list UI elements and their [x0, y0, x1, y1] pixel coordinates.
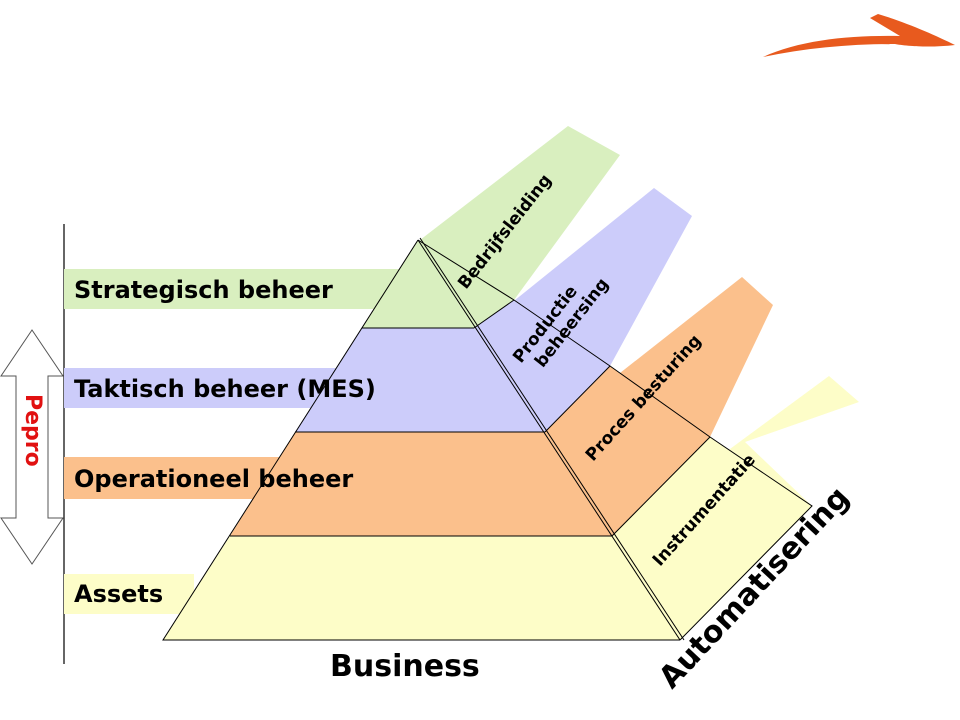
side-tier-line-3: [611, 436, 711, 537]
label-taktisch-beheer: Taktisch beheer (MES): [74, 375, 376, 403]
side-tier-line-2: [544, 365, 611, 433]
label-assets: Assets: [74, 580, 163, 608]
pyramid-tier-strategisch: [362, 240, 474, 328]
pyramid-front-ridge-2: [419, 237, 685, 641]
pyramid-tier-operationeel: [230, 432, 612, 536]
pyramid-outline: [162, 237, 813, 641]
pyramid-side-face-productie: [474, 300, 610, 432]
swoosh-logo-shape: [763, 14, 955, 57]
pyramid-right-edge: [417, 239, 813, 641]
pyramid-side-face-proces: [545, 366, 710, 536]
side-tier-line-1: [473, 299, 515, 329]
pyramid-side-face-top: [418, 240, 514, 328]
pyramid-side-face-instrumentatie: [612, 437, 812, 640]
pyramid-front-ridge: [417, 239, 681, 641]
band-assets: [64, 574, 194, 614]
swoosh-logo: [763, 14, 955, 57]
label-pepro: Pepro: [20, 394, 45, 467]
pyramid-tier-assets: [163, 536, 680, 640]
band-taktisch: [64, 368, 354, 408]
pyramid-left-edge: [162, 239, 680, 641]
label-operationeel-beheer: Operationeel beheer: [74, 465, 353, 493]
band-strategisch: [64, 269, 420, 309]
label-business: Business: [330, 649, 480, 684]
pyramid-tier-taktisch: [295, 328, 545, 432]
double-arrow-icon: [0, 329, 64, 565]
label-strategisch-beheer: Strategisch beheer: [74, 276, 333, 304]
